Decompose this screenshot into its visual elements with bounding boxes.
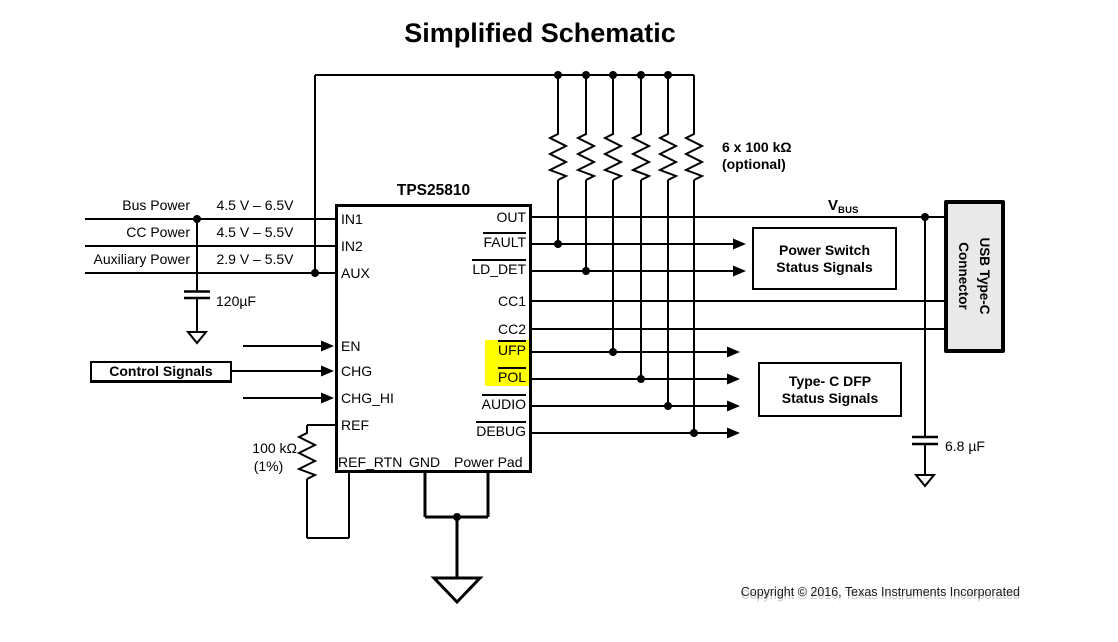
pin-in2: IN2 xyxy=(341,238,363,254)
bus-power-label: Bus Power xyxy=(122,197,190,213)
gnd-wires xyxy=(423,473,490,605)
ic-part-number: TPS25810 xyxy=(396,182,471,199)
ground-icon xyxy=(913,474,937,488)
ref-resistor-value: 100 kΩ xyxy=(252,440,297,456)
typec-dfp-status-box: Type- C DFP Status Signals xyxy=(758,362,902,417)
pin-out: OUT xyxy=(496,209,526,225)
power-switch-status-box: Power Switch Status Signals xyxy=(752,227,897,290)
pullup-resistor-icons xyxy=(549,131,703,181)
output-capacitor-value: 6.8 µF xyxy=(945,438,985,454)
resistor-icon xyxy=(685,131,703,181)
pin-chg-hi: CHG_HI xyxy=(341,390,394,406)
input-capacitor-value: 120µF xyxy=(216,293,256,309)
pin-ref: REF xyxy=(341,417,369,433)
auxiliary-power-range: 2.9 V – 5.5V xyxy=(216,251,294,267)
main-ground-icon xyxy=(430,576,484,605)
ground-icon xyxy=(185,331,209,345)
pin-ld-det: LD_DET xyxy=(472,259,526,277)
resistor-icon xyxy=(604,131,622,181)
pin-debug: DEBUG xyxy=(476,421,526,439)
resistor-icon xyxy=(659,131,677,181)
cc-power-label: CC Power xyxy=(126,224,190,240)
resistor-icon xyxy=(632,131,650,181)
bus-power-range: 4.5 V – 6.5V xyxy=(216,197,294,213)
copyright-notice: Copyright © 2016, Texas Instruments Inco… xyxy=(740,585,1020,599)
junction-dots xyxy=(193,71,929,521)
pin-in1: IN1 xyxy=(341,211,363,227)
ufp-pol-highlight xyxy=(485,340,529,386)
capacitor-icons xyxy=(184,290,938,446)
pin-en: EN xyxy=(341,338,361,354)
usb-type-c-connector-label: USB Type-C Connector xyxy=(956,237,992,315)
pin-power-pad: Power Pad xyxy=(454,454,523,470)
pin-ufp: UFP xyxy=(498,340,526,358)
resistor-icon xyxy=(577,131,595,181)
pin-cc2: CC2 xyxy=(497,321,526,337)
pullup-value: 6 x 100 kΩ xyxy=(722,139,792,155)
pin-cc1: CC1 xyxy=(497,293,526,309)
auxiliary-power-label: Auxiliary Power xyxy=(93,251,190,267)
ic-body xyxy=(335,204,532,473)
wires xyxy=(85,74,946,539)
ground-icons xyxy=(185,331,937,488)
pullup-note: (optional) xyxy=(722,156,786,172)
page-title: Simplified Schematic xyxy=(404,18,676,48)
ref-resistor-icon xyxy=(298,430,316,480)
pin-audio: AUDIO xyxy=(481,394,526,412)
usb-type-c-connector xyxy=(944,200,1005,353)
vbus-label: VBUS xyxy=(828,197,859,216)
pin-aux: AUX xyxy=(341,265,370,281)
pin-gnd: GND xyxy=(409,454,441,470)
pin-ref-rtn: REF_RTN xyxy=(338,454,403,470)
ref-resistor-tolerance: (1%) xyxy=(253,458,284,474)
cc-power-range: 4.5 V – 5.5V xyxy=(216,224,294,240)
resistor-icon xyxy=(549,131,567,181)
arrowhead-icons xyxy=(321,238,746,439)
control-signals-box: Control Signals xyxy=(90,361,232,383)
pin-chg: CHG xyxy=(341,363,373,379)
pin-fault: FAULT xyxy=(483,232,526,250)
pin-pol: POL xyxy=(497,367,526,385)
